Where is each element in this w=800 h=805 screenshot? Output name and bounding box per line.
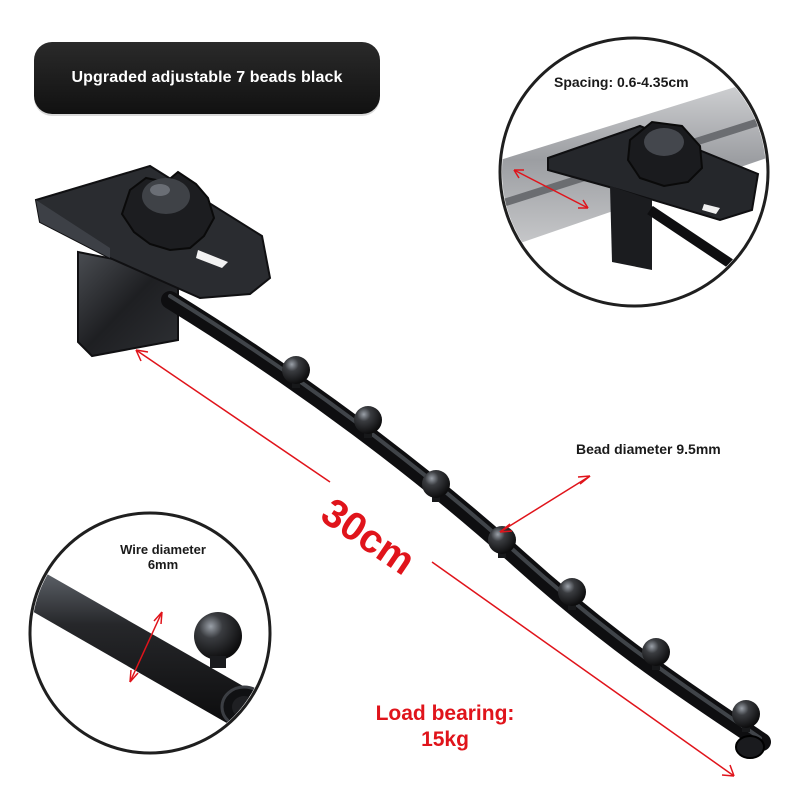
hook-rod xyxy=(161,291,771,751)
title-text: Upgraded adjustable 7 beads black xyxy=(71,69,343,86)
wire-diameter-inset xyxy=(28,511,272,755)
bead xyxy=(642,638,670,666)
title-badge: Upgraded adjustable 7 beads black xyxy=(34,42,380,114)
wire-diameter-line2: 6mm xyxy=(147,557,179,572)
bead xyxy=(558,578,586,606)
length-dimension-line xyxy=(135,349,735,777)
bead xyxy=(422,470,450,498)
wire-diameter-line1: Wire diameter xyxy=(120,542,206,557)
load-bearing-label: Load bearing: 15kg xyxy=(362,701,528,753)
hook-bracket xyxy=(34,164,272,358)
wire-diameter-label: Wire diameter 6mm xyxy=(107,542,219,572)
beads xyxy=(282,356,760,732)
bead xyxy=(732,700,760,728)
knob-icon xyxy=(120,170,216,252)
spacing-detail-inset xyxy=(498,36,770,308)
load-bearing-line2: 15kg xyxy=(421,728,469,751)
load-bearing-line1: Load bearing: xyxy=(375,702,515,725)
spacing-label: Spacing: 0.6-4.35cm xyxy=(554,74,689,90)
bead xyxy=(282,356,310,384)
bead-diameter-label: Bead diameter 9.5mm xyxy=(576,441,721,457)
bead xyxy=(488,526,516,554)
bead xyxy=(354,406,382,434)
bead-diameter-pointer xyxy=(499,475,591,533)
